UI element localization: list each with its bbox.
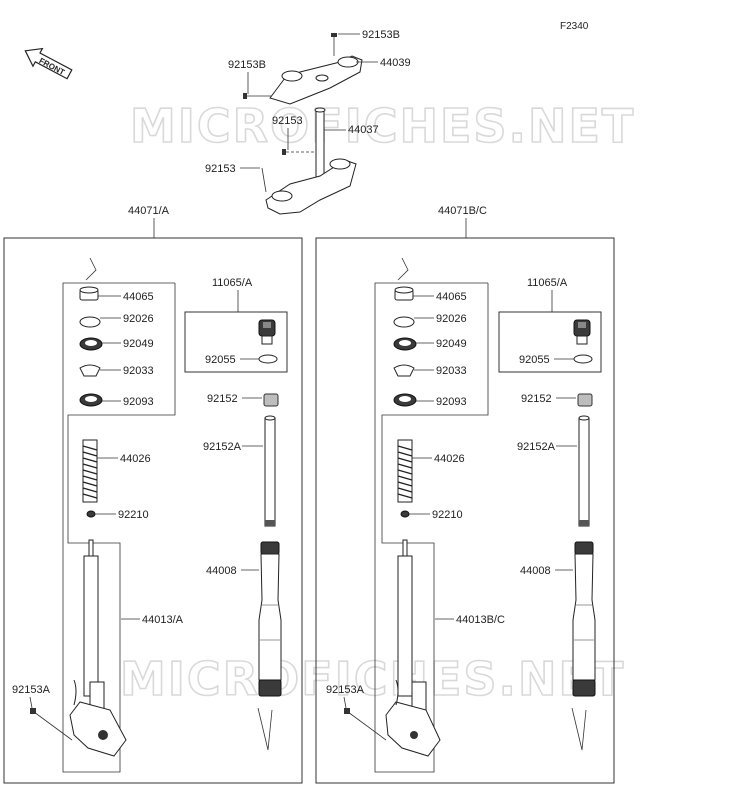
upper-clamp-hole-center (315, 74, 329, 82)
right-assy-title: 44071B/C (438, 205, 487, 217)
right-inner-tube-44013 (385, 539, 441, 757)
right-adjuster-oring-92055 (573, 354, 593, 364)
left-inner-tube-44013 (69, 539, 127, 757)
left-label-92055: 92055 (205, 354, 236, 366)
right-label-11065: 11065/A (527, 277, 568, 289)
stem-top (314, 107, 326, 113)
label-92153b-top: 92153B (362, 29, 400, 41)
right-label-92033: 92033 (436, 365, 467, 377)
left-adjuster-frame (184, 311, 288, 373)
left-oring-92026 (79, 316, 101, 328)
left-label-44065: 44065 (123, 291, 154, 303)
right-inner-frame (374, 282, 489, 773)
right-label-92210: 92210 (432, 509, 463, 521)
left-label-44008: 44008 (206, 565, 237, 577)
left-label-11065: 11065/A (212, 277, 253, 289)
label-92153-stem: 92153 (272, 115, 303, 127)
right-adjuster-part (573, 319, 591, 345)
right-oring-92026 (393, 316, 415, 328)
right-bolt-92153a (347, 711, 387, 741)
right-bottom-pointer (571, 707, 587, 751)
front-arrow-icon: FRONT (24, 47, 73, 80)
upper-clamp-hole-left (281, 70, 303, 82)
right-dust-seal-hole (399, 396, 411, 402)
left-label-92033: 92033 (123, 365, 154, 377)
label-44039: 44039 (380, 57, 411, 69)
left-fork-assembly: 44071/A 44065 92026 92049 92033 92093 (3, 205, 303, 784)
label-92153b-left: 92153B (228, 59, 266, 71)
right-nut-92210 (400, 510, 410, 518)
left-cap-top (79, 286, 99, 294)
left-label-92026: 92026 (123, 313, 154, 325)
left-spring-44026 (82, 439, 98, 503)
left-adjuster-oring-92055 (258, 354, 278, 364)
left-label-44013: 44013/A (142, 614, 184, 626)
left-label-92152a: 92152A (203, 441, 242, 453)
lower-clamp-hole-left (271, 190, 293, 202)
right-adjuster-frame (498, 311, 602, 373)
right-label-44026: 44026 (434, 453, 465, 465)
right-bolt-head (344, 708, 350, 714)
left-leader-92153a (29, 696, 33, 709)
lower-clamp-hole-right (329, 158, 351, 170)
left-bolt-head (243, 93, 247, 99)
right-label-92152: 92152 (521, 393, 552, 405)
right-label-44008: 44008 (520, 565, 551, 577)
left-adjuster-part (258, 319, 276, 345)
diagram-code: F2340 (560, 21, 589, 32)
right-bushing-92152 (577, 393, 593, 407)
watermark-bottom: MICROFICHES.NET (120, 652, 625, 706)
right-bushing-92152a (578, 415, 590, 527)
right-seal-hole (399, 340, 411, 346)
left-clip-92033 (79, 364, 101, 377)
left-bolt-head (30, 708, 36, 714)
left-assy-frame (3, 237, 303, 784)
left-label-92093: 92093 (123, 396, 154, 408)
right-label-92049: 92049 (436, 338, 467, 350)
lower-bolt (261, 167, 267, 193)
lower-clamp (265, 159, 357, 215)
stem-bolt-head (282, 149, 286, 155)
right-label-44065: 44065 (436, 291, 467, 303)
left-bushing-92152 (263, 393, 279, 407)
left-dust-seal-hole (85, 396, 97, 402)
left-label-92049: 92049 (123, 338, 154, 350)
label-44037: 44037 (348, 124, 379, 136)
right-clip-92033 (393, 364, 415, 377)
left-bushing-92152a (264, 415, 276, 527)
left-pointer (85, 257, 97, 281)
steering-assembly (243, 33, 363, 215)
label-92153-lower: 92153 (205, 163, 236, 175)
left-inner-frame (62, 282, 176, 773)
left-label-92153a: 92153A (12, 684, 51, 696)
right-outer-tube-44008 (572, 541, 596, 697)
left-seal-hole (85, 340, 97, 346)
left-bolt-92153a (33, 711, 73, 741)
right-label-92026: 92026 (436, 313, 467, 325)
left-nut-92210 (86, 510, 96, 518)
right-label-92093: 92093 (436, 396, 467, 408)
right-spring-44026 (397, 439, 413, 503)
right-pointer (397, 257, 409, 281)
right-label-92055: 92055 (519, 354, 550, 366)
right-leader-92153a (343, 696, 347, 709)
left-label-92152: 92152 (207, 393, 238, 405)
left-outer-tube-44008 (258, 541, 282, 697)
right-fork-assembly: 44071B/C 44065 92026 92049 92033 92093 4… (315, 205, 615, 784)
left-label-92210: 92210 (118, 509, 149, 521)
watermark-top: MICROFICHES.NET (130, 99, 635, 153)
upper-clamp-hole-right (337, 56, 359, 68)
left-bottom-pointer (257, 707, 273, 751)
top-bolt-head (331, 33, 337, 37)
right-cap-top (394, 286, 414, 294)
right-label-92153a: 92153A (326, 684, 365, 696)
left-label-44026: 44026 (120, 453, 151, 465)
right-label-44013: 44013B/C (456, 614, 505, 626)
right-assy-frame (315, 237, 615, 784)
left-assy-title: 44071/A (128, 205, 170, 217)
right-label-92152a: 92152A (517, 441, 556, 453)
